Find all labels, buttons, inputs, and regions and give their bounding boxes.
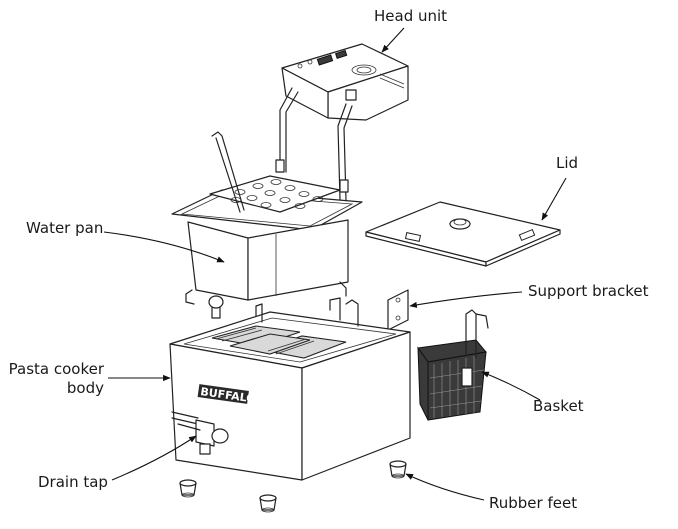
label-drain-tap: Drain tap — [38, 473, 108, 491]
lid-part — [365, 201, 561, 267]
label-support-bracket: Support bracket — [528, 282, 649, 300]
support-bracket-leader — [409, 291, 523, 308]
label-head-unit: Head unit — [374, 7, 448, 25]
label-lid: Lid — [556, 154, 579, 172]
rubber-feet-leader — [405, 473, 485, 501]
leader-lines — [103, 27, 567, 501]
rubber-foot — [259, 494, 277, 513]
label-basket: Basket — [533, 397, 584, 415]
label-rubber-feet: Rubber feet — [489, 494, 578, 512]
basket-part — [417, 309, 489, 421]
label-pasta-cooker-body-line2: body — [66, 379, 104, 397]
head-unit-part — [275, 43, 409, 201]
water-pan-leader — [103, 231, 225, 263]
lid-leader — [541, 177, 567, 221]
water-pan-part — [171, 131, 363, 319]
head-unit-leader — [381, 27, 405, 53]
rubber-foot — [179, 479, 197, 498]
drain-tap-leader — [111, 435, 197, 481]
label-pasta-cooker-body-line1: Pasta cooker — [8, 360, 104, 378]
label-water-pan: Water pan — [26, 219, 104, 237]
basket-leader — [481, 371, 541, 401]
rubber-feet-part — [179, 460, 407, 513]
drain-tap-part — [171, 411, 229, 455]
rubber-foot — [389, 460, 407, 479]
